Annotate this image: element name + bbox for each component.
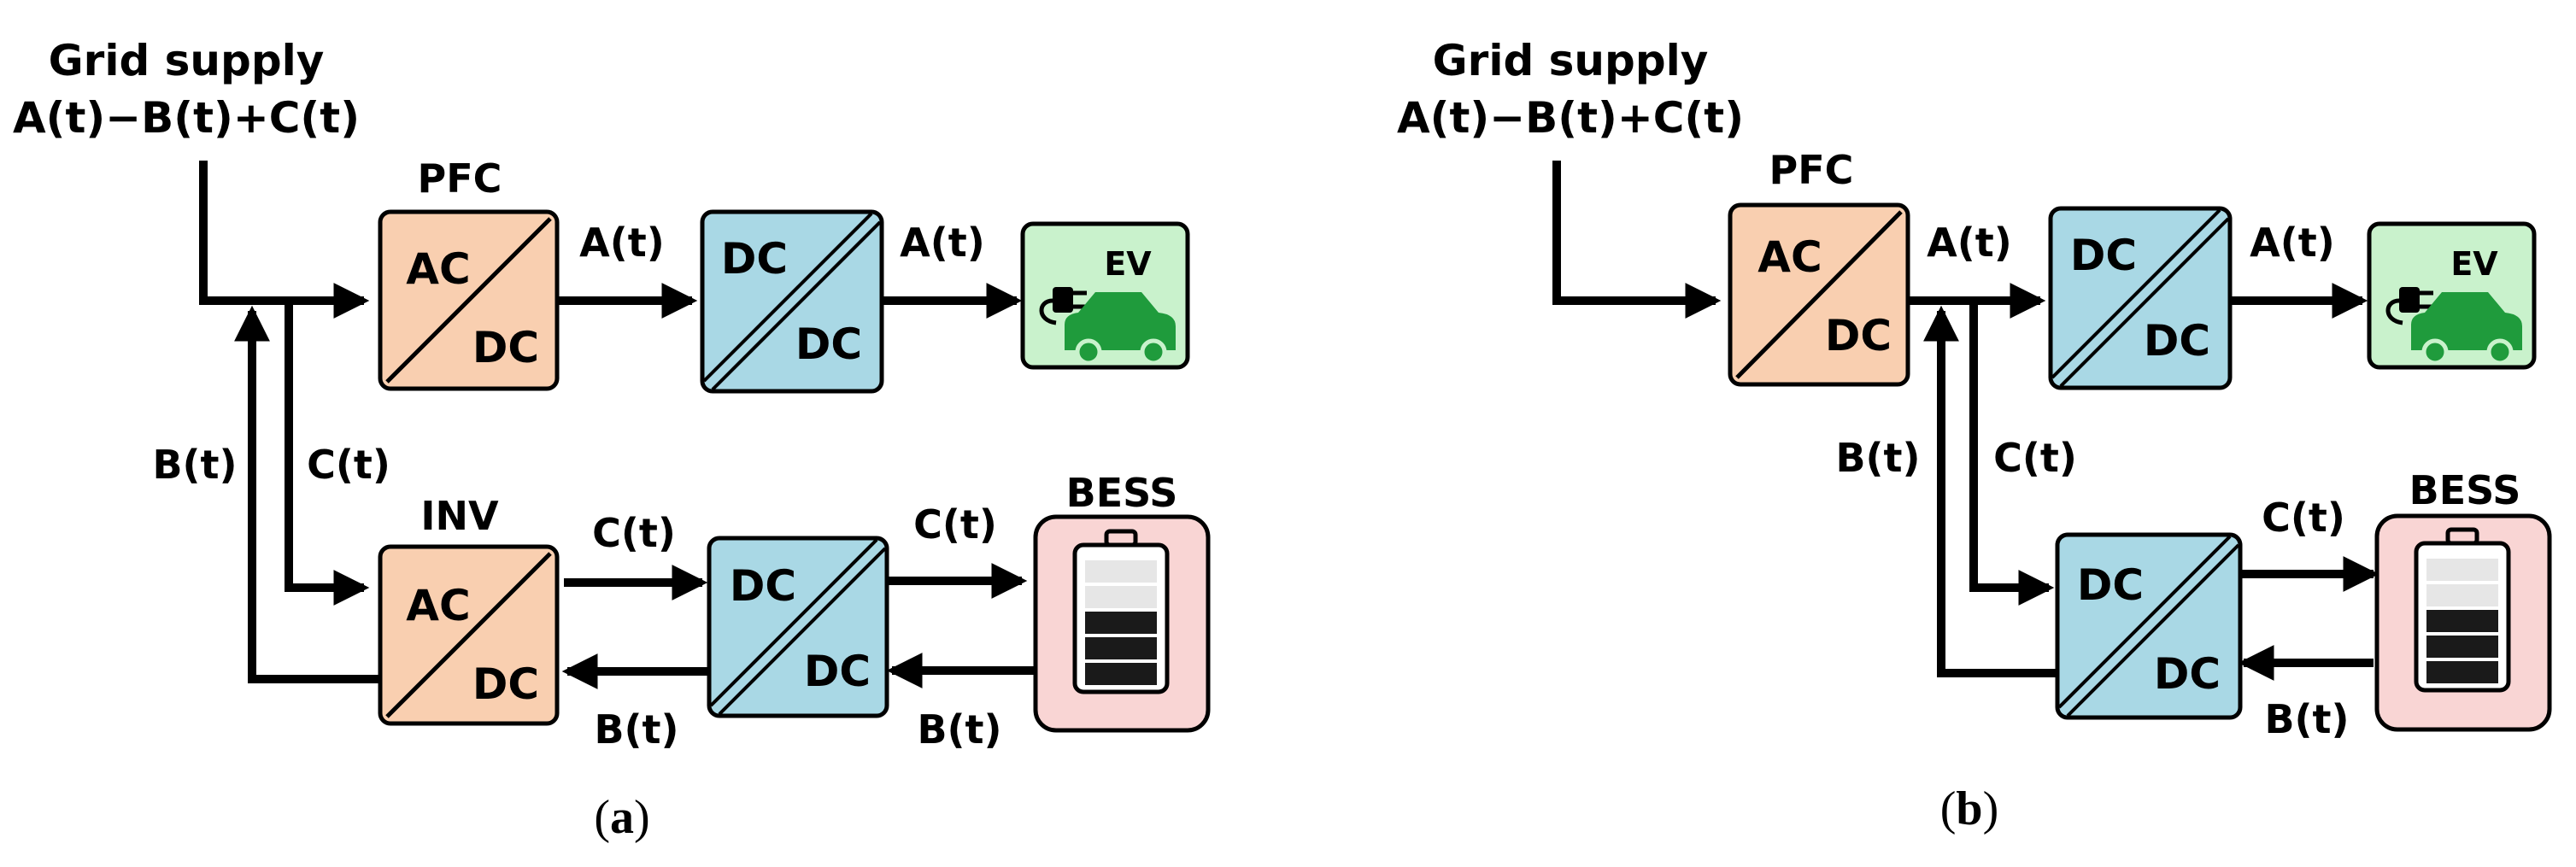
grid-feed-wire <box>199 161 370 319</box>
dcdc-bottom-in-label: DC <box>730 561 796 611</box>
converter-diagonal <box>2051 208 2221 379</box>
bess-title: BESS <box>2409 467 2521 513</box>
dcdc-top-out-label: DC <box>2144 316 2210 366</box>
flow-label-a: A(t) <box>2250 220 2335 266</box>
converter-diagonal <box>2059 217 2230 388</box>
pfc-title: PFC <box>418 155 502 202</box>
flow-label-c: C(t) <box>1993 435 2077 481</box>
ev-label: EV <box>1104 245 1152 283</box>
pfc-in-label: AC <box>406 244 470 294</box>
pfc-converter: AC DC <box>378 209 560 391</box>
panel-a-caption: (a) <box>594 791 649 844</box>
dcdc-top-in-label: DC <box>2070 231 2137 280</box>
pfc-converter: AC DC <box>1728 202 1910 387</box>
dcdc-bottom-out-label: DC <box>804 647 871 696</box>
b-return-wire <box>234 305 380 683</box>
flow-label-c: C(t) <box>307 442 390 488</box>
flow-label-b: B(t) <box>152 442 237 488</box>
wires <box>199 161 1036 689</box>
dcdc-top-out-label: DC <box>795 319 862 369</box>
grid-supply-title: Grid supply <box>49 36 325 85</box>
ev-charger: EV <box>2367 221 2537 370</box>
flow-label-b: B(t) <box>2264 696 2349 742</box>
flow-label-b: B(t) <box>1835 435 1920 481</box>
flow-label-c: C(t) <box>2262 495 2345 541</box>
dcdc-bottom-converter: DC DC <box>2055 532 2243 720</box>
pfc-out-label: DC <box>1825 311 1892 360</box>
dcdc-top-converter: DC DC <box>700 209 884 394</box>
pfc-title: PFC <box>1769 147 1854 193</box>
converter-diagonal <box>2057 535 2232 709</box>
dcdc-top-box <box>700 209 884 394</box>
c-feed-wire <box>285 301 370 606</box>
dcdc-bottom-box <box>707 536 889 718</box>
plug-icon <box>1039 287 1087 325</box>
dcdc-top-converter: DC DC <box>2048 206 2233 390</box>
bess-title: BESS <box>1066 470 1178 516</box>
dcdc-bottom-box <box>2055 532 2243 720</box>
converter-diagonal <box>702 212 873 383</box>
inv-in-label: AC <box>406 581 470 630</box>
converter-diagonal <box>385 217 552 384</box>
panel-b: Grid supply A(t)−B(t)+C(t) PFC AC DC A(t… <box>1397 36 2552 835</box>
panel-a: Grid supply A(t)−B(t)+C(t) PFC AC DC A(t… <box>13 36 1211 844</box>
flow-label-b: B(t) <box>917 706 1001 753</box>
car-icon <box>1065 292 1176 366</box>
flow-label-a: A(t) <box>579 220 665 266</box>
wires <box>1552 161 2379 681</box>
converter-diagonal <box>385 552 552 718</box>
grid-feed-wire <box>1552 161 1722 319</box>
inv-out-label: DC <box>472 659 539 709</box>
inv-title: INV <box>420 493 499 539</box>
bess-storage <box>1033 514 1211 733</box>
dcdc-top-box <box>2048 206 2233 390</box>
b-return-wire <box>1923 305 2057 677</box>
pfc-in-label: AC <box>1757 232 1822 282</box>
grid-supply-formula: A(t)−B(t)+C(t) <box>1397 93 1744 143</box>
converter-diagonal <box>709 538 878 707</box>
grid-supply-formula: A(t)−B(t)+C(t) <box>13 93 360 143</box>
battery-icon <box>1072 529 1170 694</box>
battery-icon <box>2414 527 2511 693</box>
car-icon <box>2411 292 2522 366</box>
dcdc-bottom-converter: DC DC <box>707 536 889 718</box>
bess-storage <box>2374 513 2552 732</box>
ev-charger: EV <box>1020 221 1190 370</box>
panel-b-caption: (b) <box>1940 782 1998 835</box>
ev-label: EV <box>2450 245 2498 283</box>
grid-supply-title: Grid supply <box>1433 36 1709 85</box>
dcdc-bottom-out-label: DC <box>2154 649 2221 699</box>
flow-label-c: C(t) <box>592 510 676 556</box>
flow-label-a: A(t) <box>1927 220 2012 266</box>
converter-diagonal <box>711 220 882 391</box>
dcdc-top-in-label: DC <box>721 234 788 284</box>
pfc-out-label: DC <box>472 323 539 372</box>
flow-label-a: A(t) <box>900 220 985 266</box>
converter-diagonal <box>718 547 887 716</box>
inv-converter: AC DC <box>378 544 560 726</box>
converter-diagonal <box>1735 210 1903 379</box>
dcdc-bottom-in-label: DC <box>2077 560 2144 610</box>
converter-diagonal <box>2066 543 2240 718</box>
c-feed-wire <box>1969 301 2055 606</box>
flow-label-b: B(t) <box>594 706 678 753</box>
flow-label-c: C(t) <box>913 501 997 548</box>
